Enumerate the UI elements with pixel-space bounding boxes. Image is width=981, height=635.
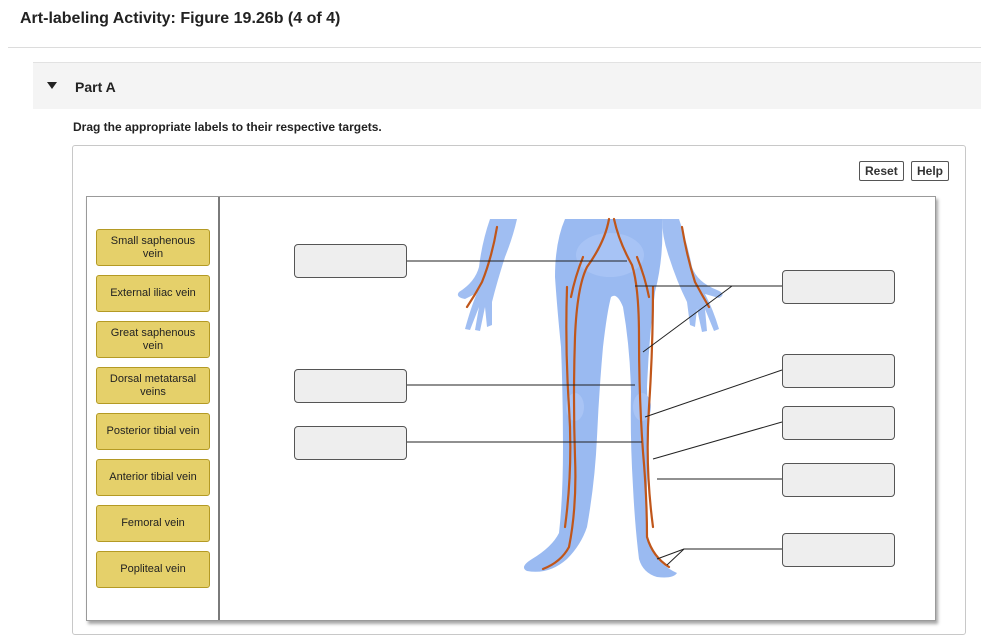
- instructions: Drag the appropriate labels to their res…: [73, 120, 382, 134]
- part-a-header[interactable]: Part A: [33, 62, 981, 109]
- help-button[interactable]: Help: [911, 161, 950, 181]
- leg-veins-illustration: [407, 217, 783, 578]
- label-bank: Small saphenous vein External iliac vein…: [87, 197, 220, 620]
- label-chip[interactable]: Great saphenous vein: [96, 321, 210, 358]
- label-chip[interactable]: Dorsal metatarsal veins: [96, 367, 210, 404]
- labeling-stage: Small saphenous vein External iliac vein…: [86, 196, 936, 621]
- drop-target[interactable]: [294, 369, 407, 403]
- part-label: Part A: [75, 79, 116, 95]
- label-chip[interactable]: Femoral vein: [96, 505, 210, 542]
- label-chip[interactable]: Popliteal vein: [96, 551, 210, 588]
- drop-target[interactable]: [782, 270, 895, 304]
- drop-target[interactable]: [294, 426, 407, 460]
- drop-target[interactable]: [782, 533, 895, 567]
- page-title: Art-labeling Activity: Figure 19.26b (4 …: [20, 10, 341, 27]
- label-chip[interactable]: External iliac vein: [96, 275, 210, 312]
- title-divider: [8, 47, 981, 48]
- label-chip[interactable]: Posterior tibial vein: [96, 413, 210, 450]
- labeling-activity: Reset Help Small saphenous vein External…: [72, 145, 966, 635]
- drop-target[interactable]: [782, 406, 895, 440]
- reset-button[interactable]: Reset: [859, 161, 904, 181]
- drop-target[interactable]: [294, 244, 407, 278]
- drop-target[interactable]: [782, 463, 895, 497]
- label-chip[interactable]: Small saphenous vein: [96, 229, 210, 266]
- label-chip[interactable]: Anterior tibial vein: [96, 459, 210, 496]
- drop-target[interactable]: [782, 354, 895, 388]
- caret-down-icon[interactable]: [47, 82, 57, 89]
